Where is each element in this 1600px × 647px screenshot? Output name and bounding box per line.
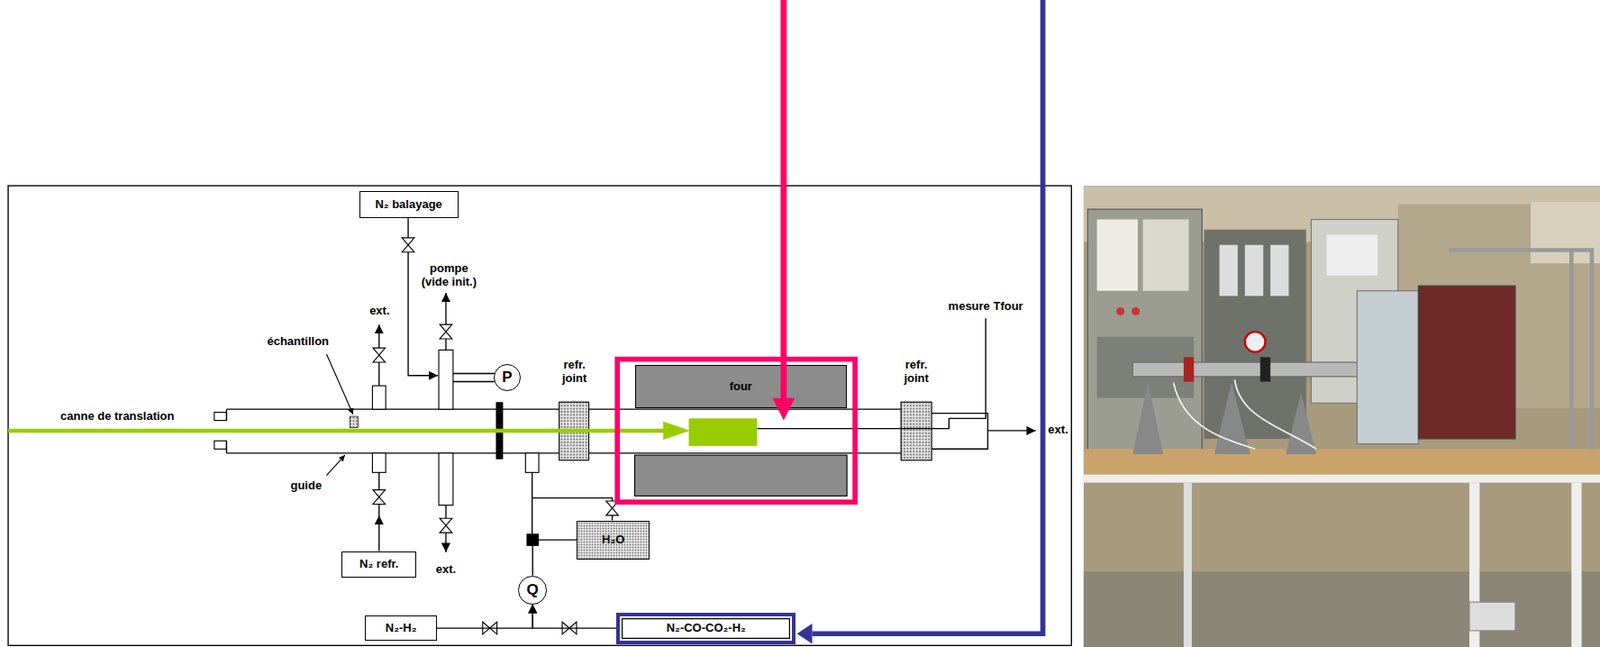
photo-furnace	[1356, 290, 1419, 445]
valve-symbol	[372, 347, 386, 363]
port-label: pompe (vide init.)	[418, 262, 479, 290]
photo-flowmeter	[1245, 245, 1264, 297]
pipe-connector	[436, 604, 533, 629]
valve-symbol	[372, 490, 386, 505]
valve-symbol	[401, 237, 415, 253]
highlight-arrow	[812, 0, 1044, 634]
pump-column	[438, 453, 454, 506]
part-label: refr. joint	[559, 358, 591, 386]
gauge-pipe	[453, 372, 495, 382]
supply-pipe	[378, 515, 380, 552]
photo-tube	[1132, 362, 1368, 377]
photo-fitting	[1260, 356, 1271, 382]
pump-pipe	[445, 292, 446, 350]
furnace-block	[635, 454, 848, 496]
gas-supply-box: N₂ balayage	[359, 190, 459, 219]
node-text: N₂ refr.	[359, 557, 399, 572]
part-label: guide	[290, 479, 322, 493]
photo-flowmeter	[1270, 245, 1289, 297]
photo-wall	[1083, 185, 1600, 647]
outlet-pipe	[987, 429, 1036, 431]
highlight-arrowhead	[797, 623, 813, 645]
port	[525, 453, 539, 473]
flowmeter: Q	[518, 575, 547, 605]
schematic-frame	[8, 185, 1072, 646]
photo-panel	[1418, 285, 1516, 439]
measurement-label: mesure Tfour	[948, 299, 1024, 313]
photo-stand	[1214, 382, 1251, 455]
pressure-gauge: P	[493, 363, 522, 392]
photo-stand	[1285, 392, 1317, 455]
leader-line	[326, 454, 345, 476]
node-text: Q	[527, 581, 539, 600]
bypass-pipe	[532, 498, 613, 521]
end-fitting	[214, 440, 228, 449]
photo-fitting	[1183, 356, 1194, 382]
gas-supply-box: N₂-H₂	[364, 615, 437, 641]
photo-gauge	[1245, 331, 1266, 353]
part-label: refr. joint	[900, 358, 932, 386]
photo-papers	[1097, 218, 1138, 291]
photo-table-leg	[1183, 482, 1192, 647]
cooled-seal	[900, 401, 932, 461]
inlet-pipe	[531, 472, 533, 534]
photo-flowmeter	[1219, 245, 1238, 297]
photo-window	[1530, 201, 1600, 264]
photo-frame	[1448, 249, 1592, 449]
part-label: échantillon	[266, 335, 329, 349]
photo-knob	[1116, 307, 1125, 316]
gas-supply-box: N₂ refr.	[341, 551, 417, 578]
part-label: canne de translation	[60, 409, 174, 424]
photo-cabinet	[1087, 209, 1202, 455]
node-text: four	[729, 380, 753, 394]
node-text: P	[501, 368, 512, 387]
photo-wires	[1173, 379, 1318, 449]
guide-part	[350, 416, 359, 428]
node-text: N₂-H₂	[385, 621, 418, 636]
photo-table-leg	[1571, 482, 1582, 647]
translation-rod	[8, 428, 665, 434]
pump-column	[438, 349, 454, 410]
port	[372, 453, 386, 473]
sample	[689, 418, 758, 446]
photo-panel	[1143, 218, 1190, 291]
photo-table-edge	[1083, 474, 1600, 483]
furnace-block: four	[635, 364, 848, 409]
port-label: ext.	[436, 563, 456, 577]
photo-rack	[1204, 229, 1307, 439]
photo-device	[1469, 601, 1516, 631]
highlight-frame	[617, 359, 855, 503]
highlight-arrow	[780, 0, 787, 400]
photo-knob	[1131, 307, 1140, 316]
port-label: ext.	[1047, 422, 1068, 437]
rod-arrowhead	[663, 421, 690, 440]
port	[372, 385, 386, 410]
pipe-connector	[532, 539, 577, 576]
node-text: N₂-CO-CO₂-H₂	[666, 621, 746, 636]
leader-line	[326, 354, 353, 415]
node-text: H₂O	[601, 533, 625, 547]
gas-mixture-box: N₂-CO-CO₂-H₂	[616, 612, 796, 645]
node-text: N₂ balayage	[374, 198, 442, 212]
end-fitting	[214, 412, 228, 421]
photo-floor	[1083, 571, 1600, 647]
photo-stand	[1132, 382, 1164, 455]
valve-symbol	[439, 518, 453, 533]
pipe-connector	[532, 604, 617, 629]
photo-panel	[1326, 234, 1378, 275]
port-label: ext.	[369, 304, 390, 319]
purge-pipe	[408, 218, 438, 375]
valve-symbol	[439, 324, 453, 339]
water-saturator: H₂O	[576, 520, 651, 560]
